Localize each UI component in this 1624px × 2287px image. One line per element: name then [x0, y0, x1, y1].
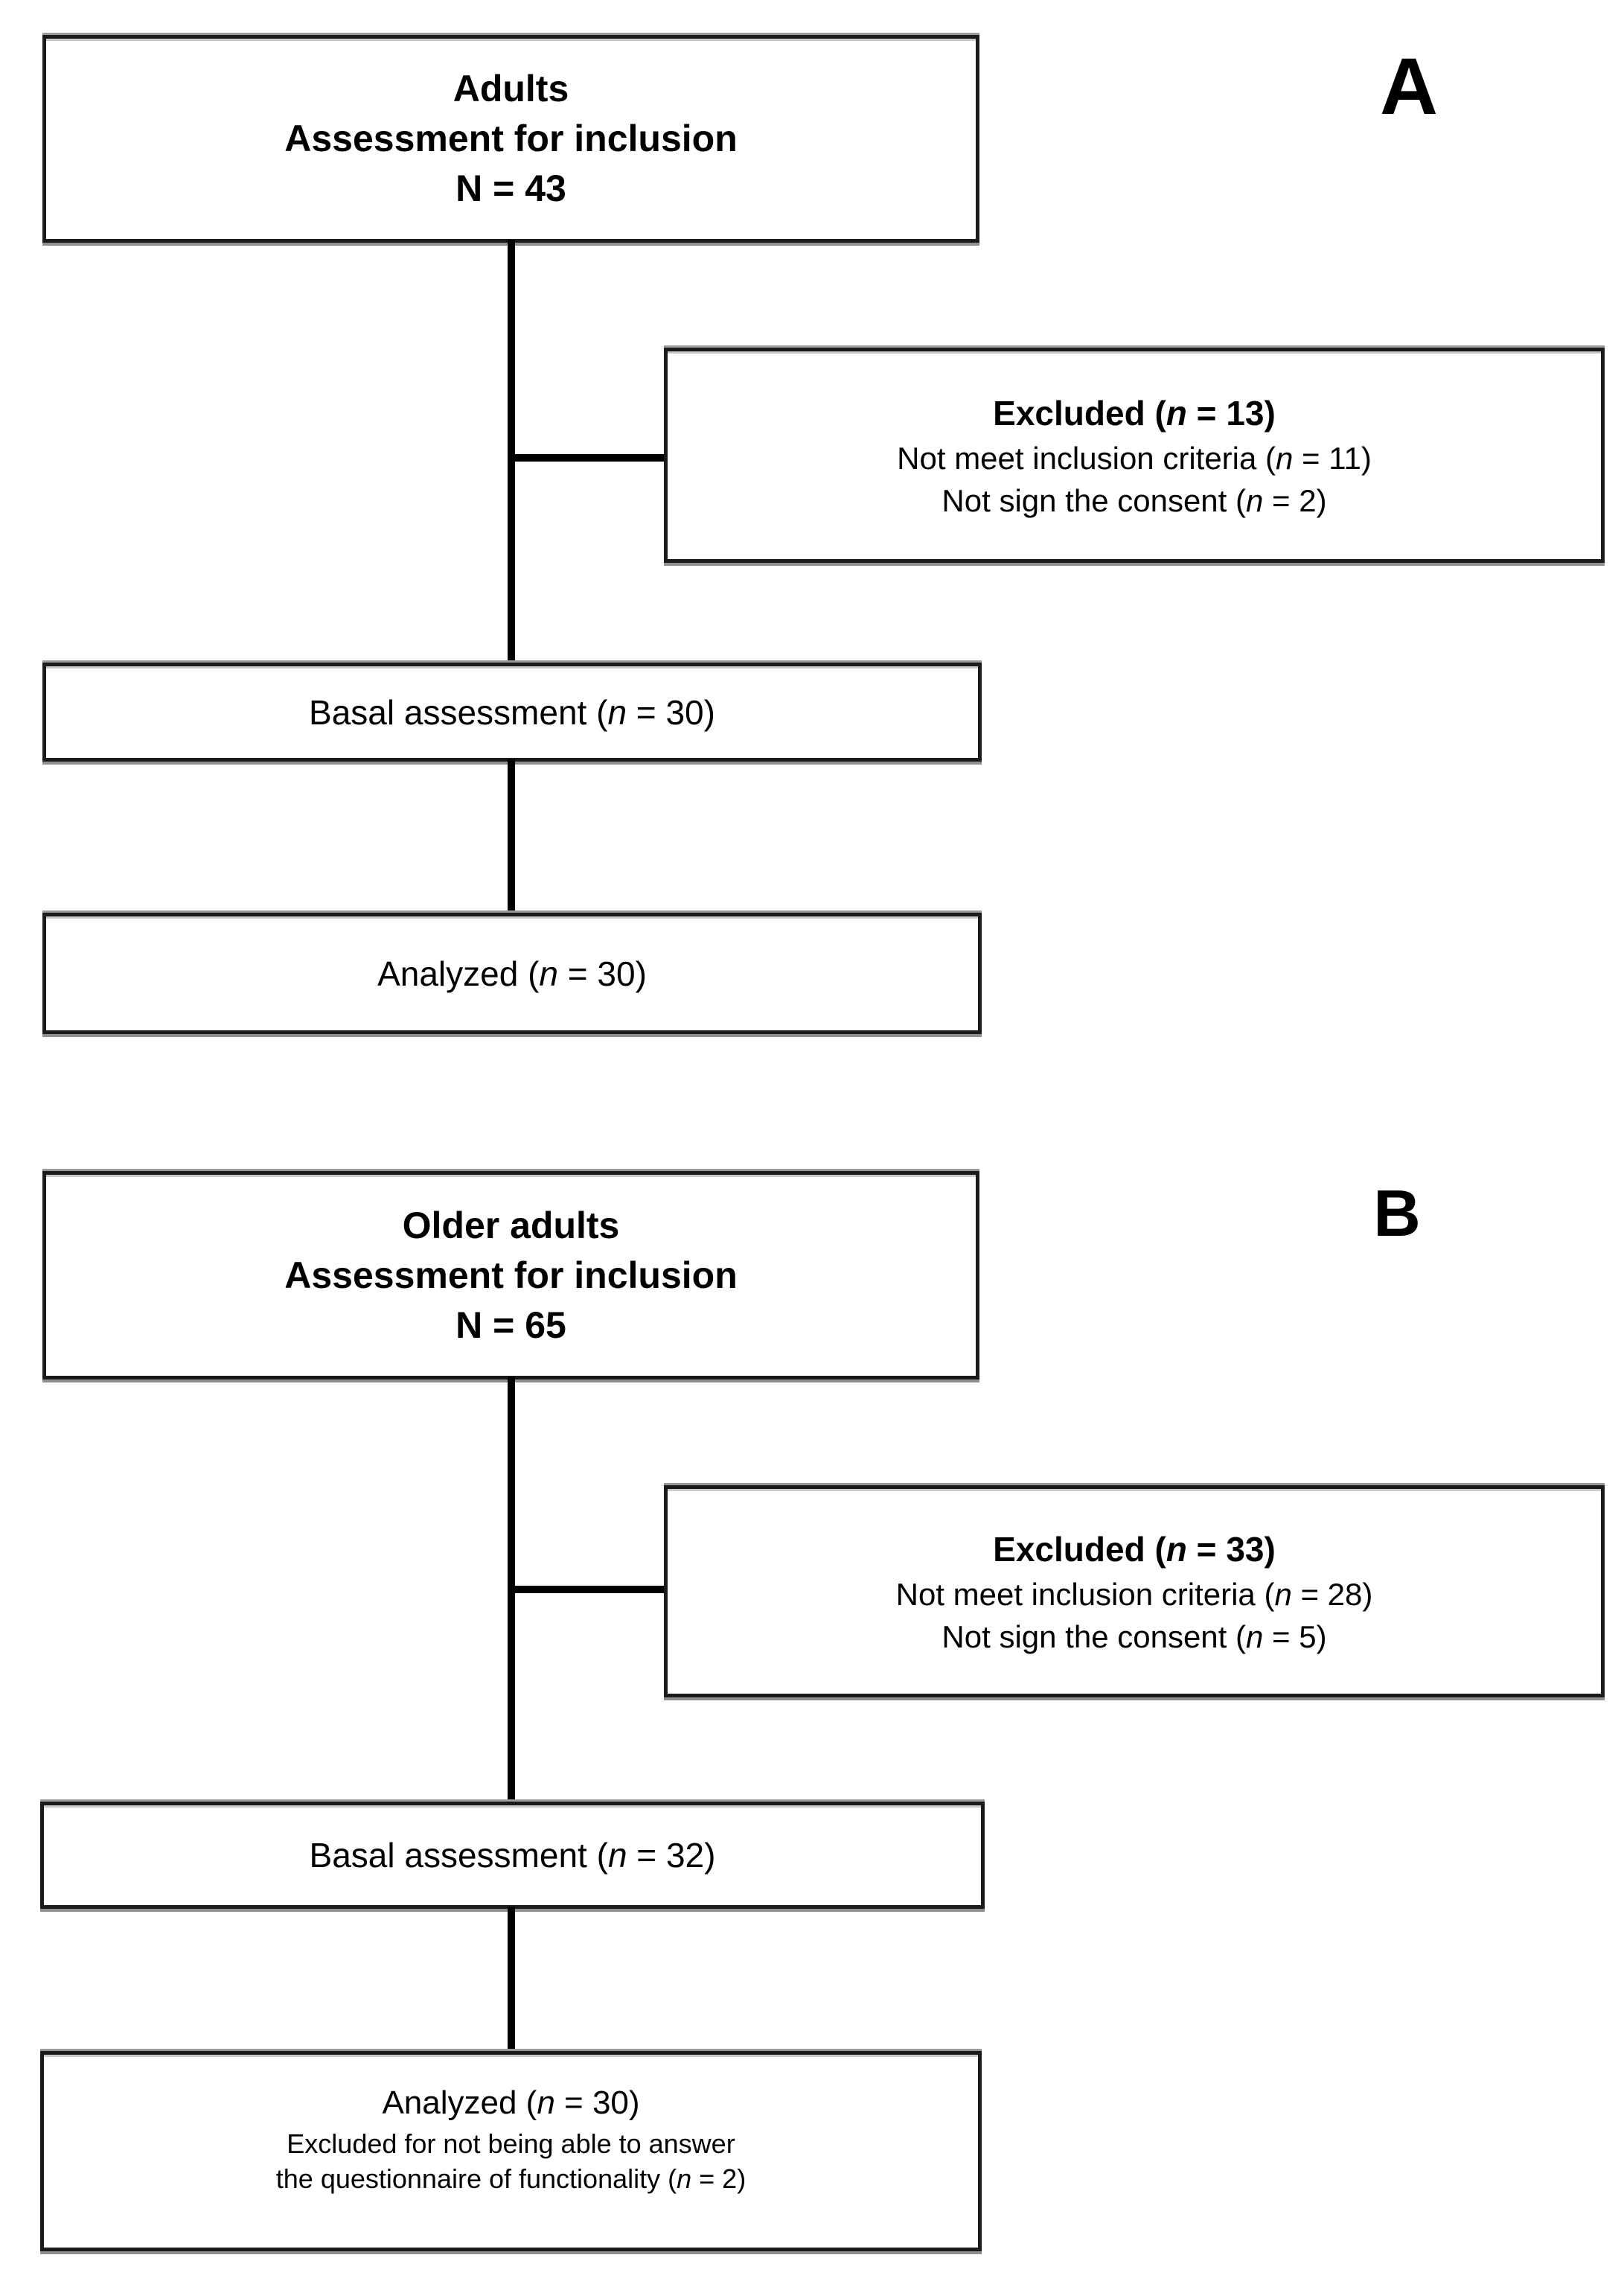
- text-segment: Basal assessment (: [309, 1836, 608, 1875]
- text-segment: = 11): [1293, 440, 1372, 476]
- text-segment: = 2): [1263, 482, 1327, 518]
- connector-horizontal-b-excluded: [511, 1586, 666, 1593]
- panel-a-basal-box: Basal assessment (n = 30): [42, 663, 982, 762]
- text-segment: Analyzed (: [377, 954, 540, 993]
- connector-vertical-a1: [508, 240, 515, 664]
- panel-a-assessment-box: Adults Assessment for inclusion N = 43: [42, 35, 979, 243]
- text-segment: Basal assessment (: [309, 692, 608, 732]
- panel-b-assessment-line: Assessment for inclusion: [284, 1251, 738, 1301]
- italic-n: n: [1245, 482, 1264, 518]
- text-segment: = 32): [627, 1836, 716, 1875]
- text-segment: Adults: [453, 68, 569, 109]
- text-segment: Not meet inclusion criteria (: [895, 1576, 1275, 1612]
- panel-a-excluded-box: Excluded (n = 13) Not meet inclusion cri…: [664, 348, 1605, 563]
- text-segment: Excluded for not being able to answer: [287, 2128, 735, 2159]
- italic-n: n: [539, 954, 558, 993]
- text-segment: = 28): [1291, 1576, 1373, 1612]
- text-segment: Assessment for inclusion: [284, 118, 738, 159]
- excluded-title-line: Excluded (n = 13): [993, 389, 1276, 437]
- panel-b-population-line: Older adults: [403, 1201, 620, 1251]
- text-segment: the questionnaire of functionality (: [275, 2163, 677, 2194]
- panel-b-label: B: [1373, 1176, 1421, 1250]
- italic-n: n: [1276, 440, 1294, 476]
- panel-b-basal-box: Basal assessment (n = 32): [40, 1802, 985, 1909]
- text-segment: Analyzed (: [382, 2085, 537, 2121]
- italic-n: n: [1245, 1618, 1264, 1654]
- excluded-title-line: Excluded (n = 33): [993, 1525, 1276, 1573]
- text-segment: Excluded (: [993, 1529, 1166, 1569]
- text-segment: Assessment for inclusion: [284, 1254, 738, 1296]
- connector-vertical-a2: [508, 759, 515, 914]
- basal-assessment-line: Basal assessment (n = 30): [309, 691, 715, 734]
- text-segment: = 30): [558, 954, 647, 993]
- text-segment: Excluded (: [993, 393, 1166, 433]
- panel-a-label: A: [1380, 41, 1438, 131]
- panel-b-assessment-box: Older adults Assessment for inclusion N …: [42, 1171, 979, 1379]
- text-segment: = 2): [691, 2163, 747, 2194]
- text-segment: Not meet inclusion criteria (: [897, 440, 1276, 476]
- excluded-reason-line: Not meet inclusion criteria (n = 28): [896, 1573, 1373, 1615]
- basal-assessment-line: Basal assessment (n = 32): [310, 1834, 716, 1877]
- text-segment: = 5): [1263, 1618, 1327, 1654]
- panel-a-population-line: Adults: [453, 64, 569, 114]
- panel-a-total-n-line: N = 43: [455, 164, 566, 214]
- analyzed-note-line: the questionnaire of functionality (n = …: [276, 2161, 746, 2196]
- text-segment: Older adults: [402, 1204, 620, 1246]
- text-segment: Not sign the consent (: [942, 1618, 1246, 1654]
- analyzed-line: Analyzed (n = 30): [382, 2080, 639, 2126]
- text-segment: = 33): [1186, 1529, 1276, 1569]
- panel-a-analyzed-box: Analyzed (n = 30): [42, 913, 982, 1034]
- italic-n: n: [1274, 1576, 1292, 1612]
- connector-vertical-b2: [508, 1907, 515, 2052]
- connector-horizontal-a-excluded: [511, 454, 666, 462]
- text-segment: N = 65: [455, 1304, 566, 1346]
- italic-n: n: [1166, 1529, 1187, 1569]
- analyzed-note-line: Excluded for not being able to answer: [287, 2126, 735, 2161]
- panel-b-analyzed-box: Analyzed (n = 30) Excluded for not being…: [40, 2051, 982, 2251]
- analyzed-line: Analyzed (n = 30): [377, 952, 647, 995]
- italic-n: n: [537, 2085, 555, 2121]
- excluded-reason-line: Not sign the consent (n = 2): [942, 479, 1326, 522]
- excluded-reason-line: Not sign the consent (n = 5): [942, 1615, 1326, 1658]
- italic-n: n: [607, 1836, 627, 1875]
- text-segment: = 30): [627, 692, 715, 732]
- panel-b-total-n-line: N = 65: [455, 1301, 566, 1350]
- panel-a-assessment-line: Assessment for inclusion: [284, 114, 738, 164]
- text-segment: N = 43: [455, 168, 566, 209]
- text-segment: = 13): [1186, 393, 1276, 433]
- excluded-reason-line: Not meet inclusion criteria (n = 11): [897, 437, 1372, 479]
- italic-n: n: [1166, 393, 1187, 433]
- italic-n: n: [677, 2163, 692, 2194]
- panel-b-excluded-box: Excluded (n = 33) Not meet inclusion cri…: [664, 1485, 1605, 1697]
- text-segment: Not sign the consent (: [942, 482, 1246, 518]
- text-segment: = 30): [554, 2085, 640, 2121]
- italic-n: n: [607, 692, 627, 732]
